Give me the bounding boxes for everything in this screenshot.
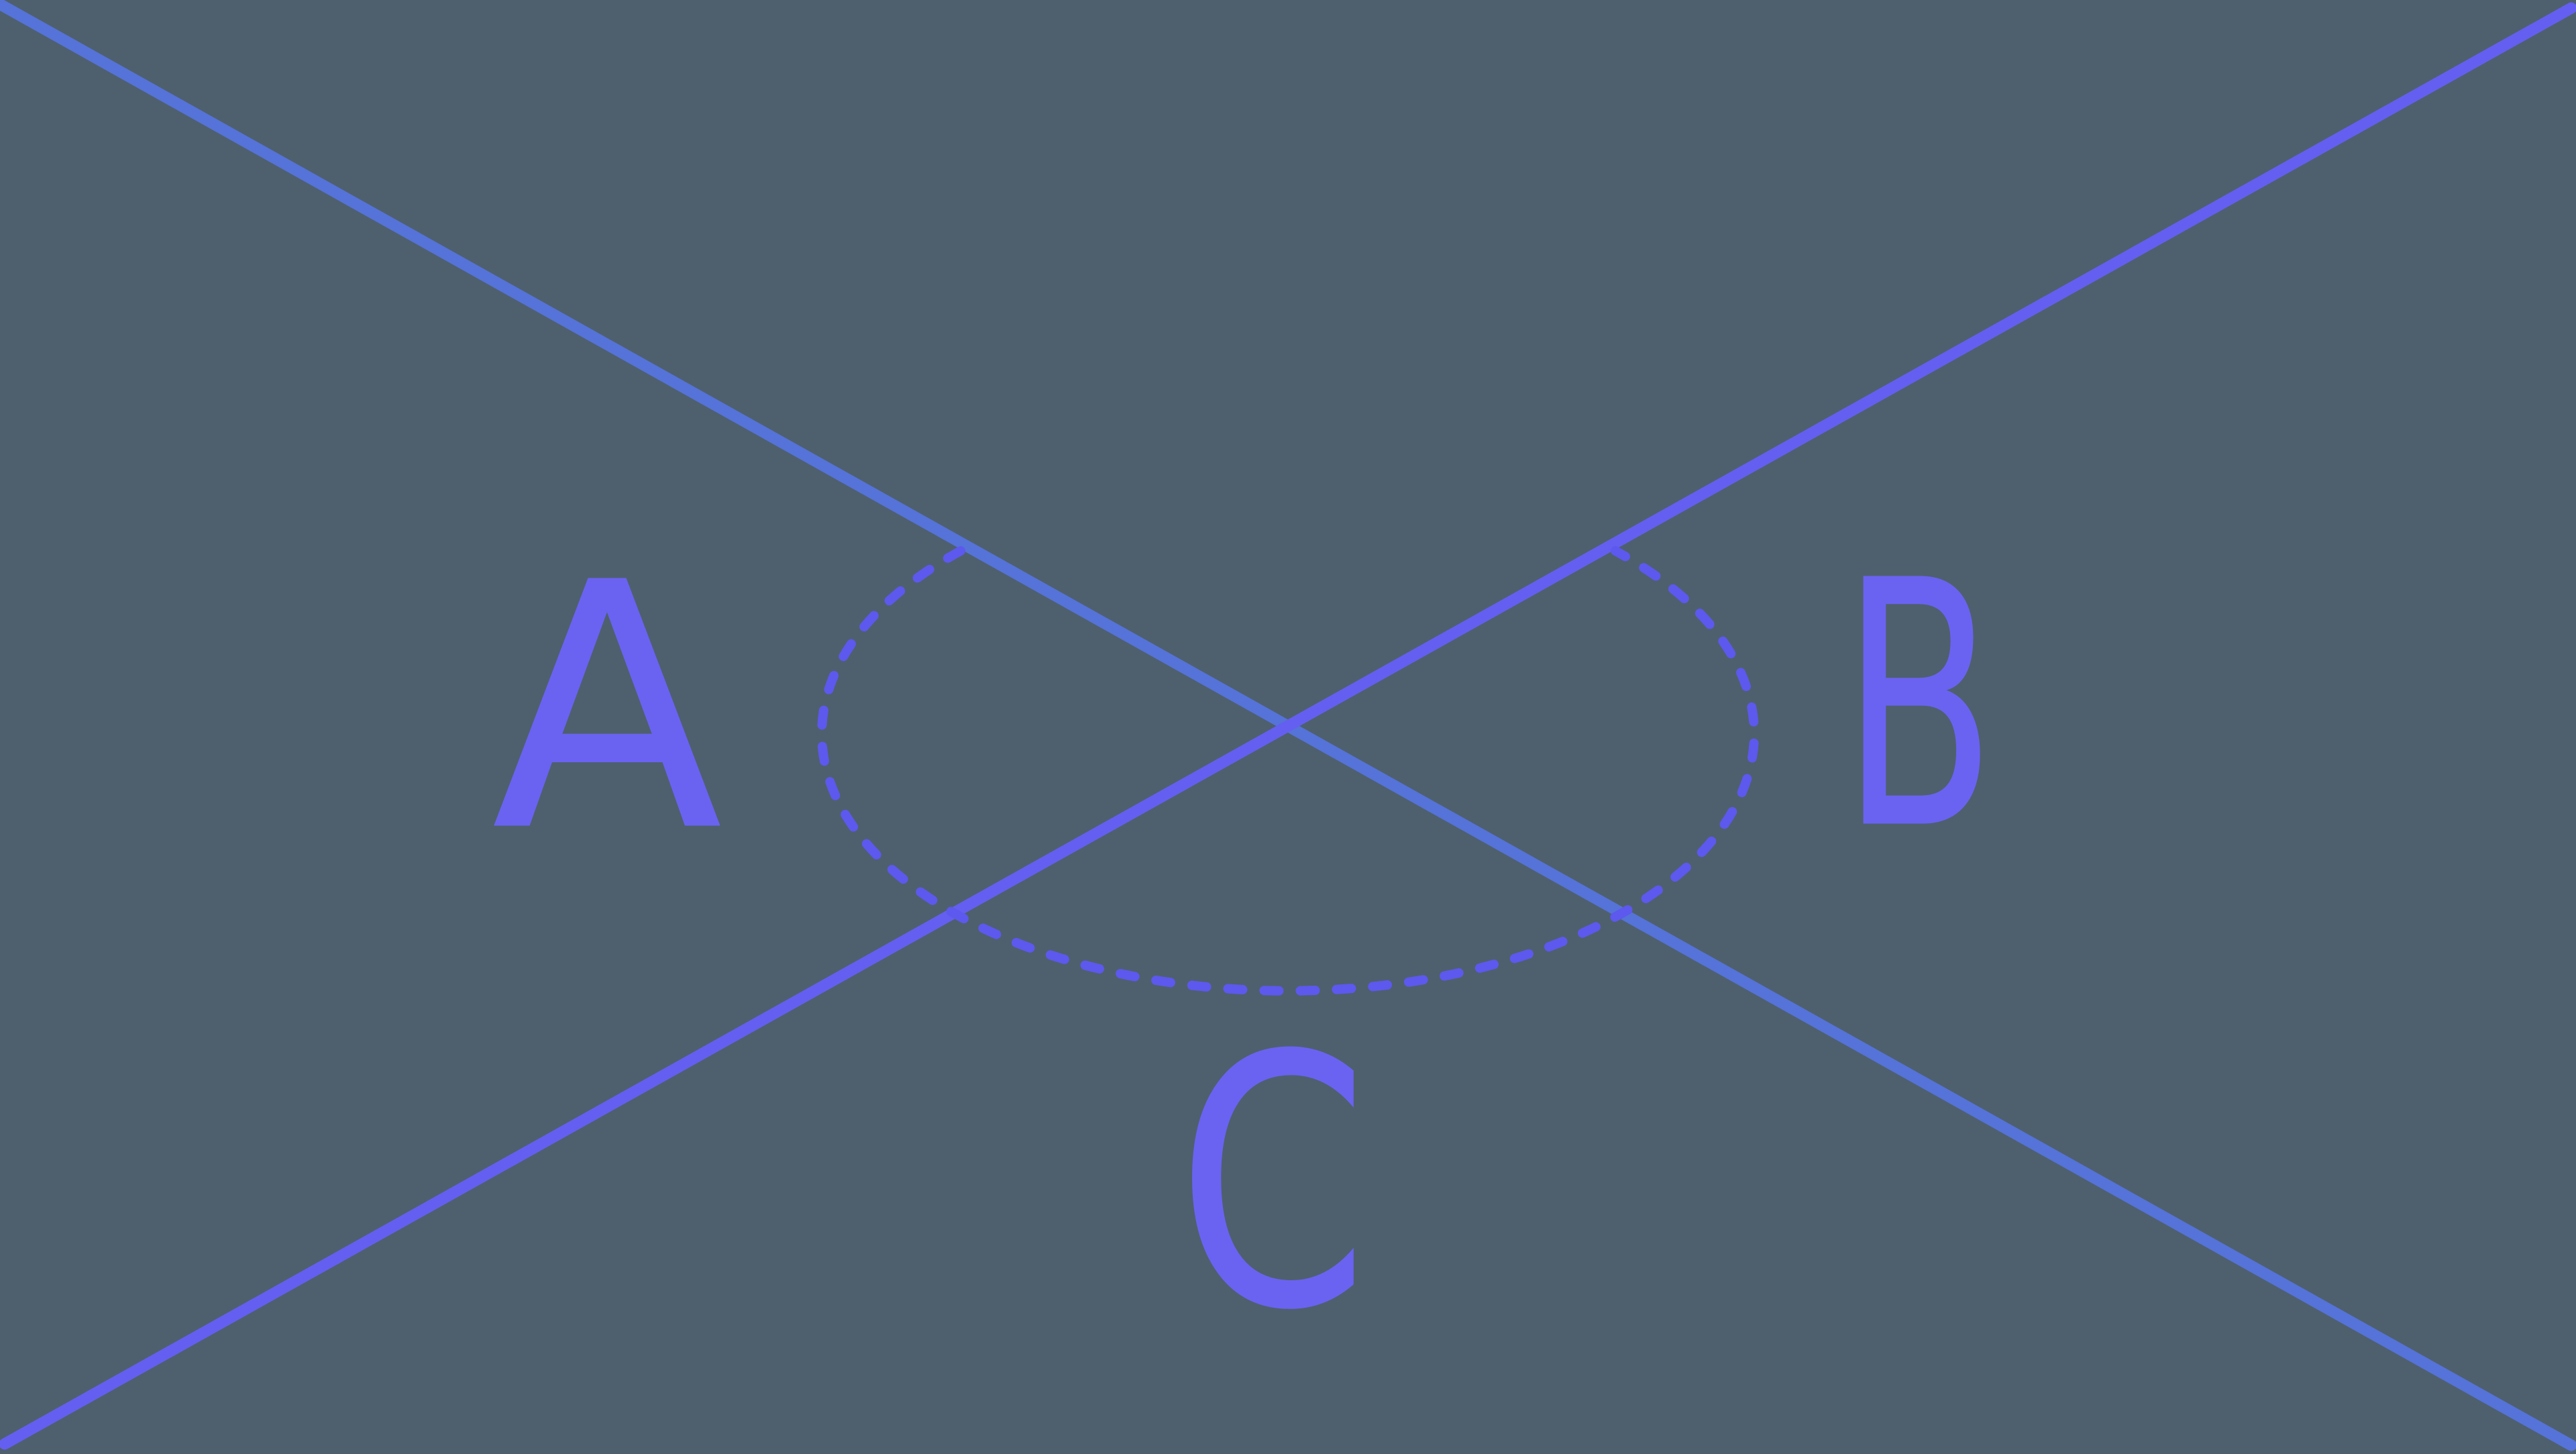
angle-arc-dashed bbox=[817, 546, 1759, 996]
angle-label-b: B bbox=[1841, 509, 1996, 904]
angle-label-c: C bbox=[1177, 982, 1368, 1386]
angle-label-a: A bbox=[492, 511, 724, 906]
